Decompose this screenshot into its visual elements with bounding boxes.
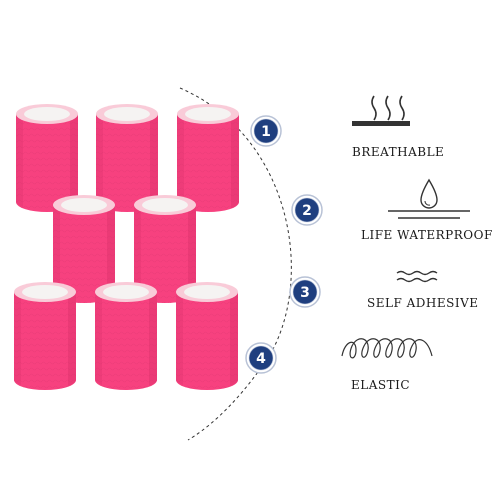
bandage-roll: [53, 195, 115, 303]
step-badge: 3: [289, 276, 321, 308]
bandage-roll: [177, 104, 239, 212]
bandage-roll: [134, 195, 196, 303]
timeline-arc: [179, 87, 292, 441]
bandage-roll: [95, 282, 157, 390]
step-badge: 1: [250, 115, 282, 147]
step-number: 1: [261, 124, 271, 140]
feature-label-adhesive: SELF ADHESIVE: [367, 296, 479, 310]
step-number: 4: [256, 351, 266, 367]
breathable-icon: [352, 95, 410, 126]
step-badge: 2: [291, 194, 323, 226]
step-badge: 4: [245, 342, 277, 374]
feature-label-breathable: BREATHABLE: [352, 145, 445, 159]
feature-label-waterproof: LIFE WATERPROOF: [361, 228, 493, 242]
coil-spring-icon: [341, 338, 433, 359]
wave-icon: [396, 270, 438, 283]
bandage-roll: [16, 104, 78, 212]
bandage-roll: [176, 282, 238, 390]
feature-label-elastic: ELASTIC: [351, 378, 411, 392]
bandage-roll: [96, 104, 158, 212]
water-drop-icon: [388, 178, 470, 219]
step-number: 2: [302, 203, 312, 219]
bandage-roll: [14, 282, 76, 390]
step-number: 3: [300, 285, 310, 301]
